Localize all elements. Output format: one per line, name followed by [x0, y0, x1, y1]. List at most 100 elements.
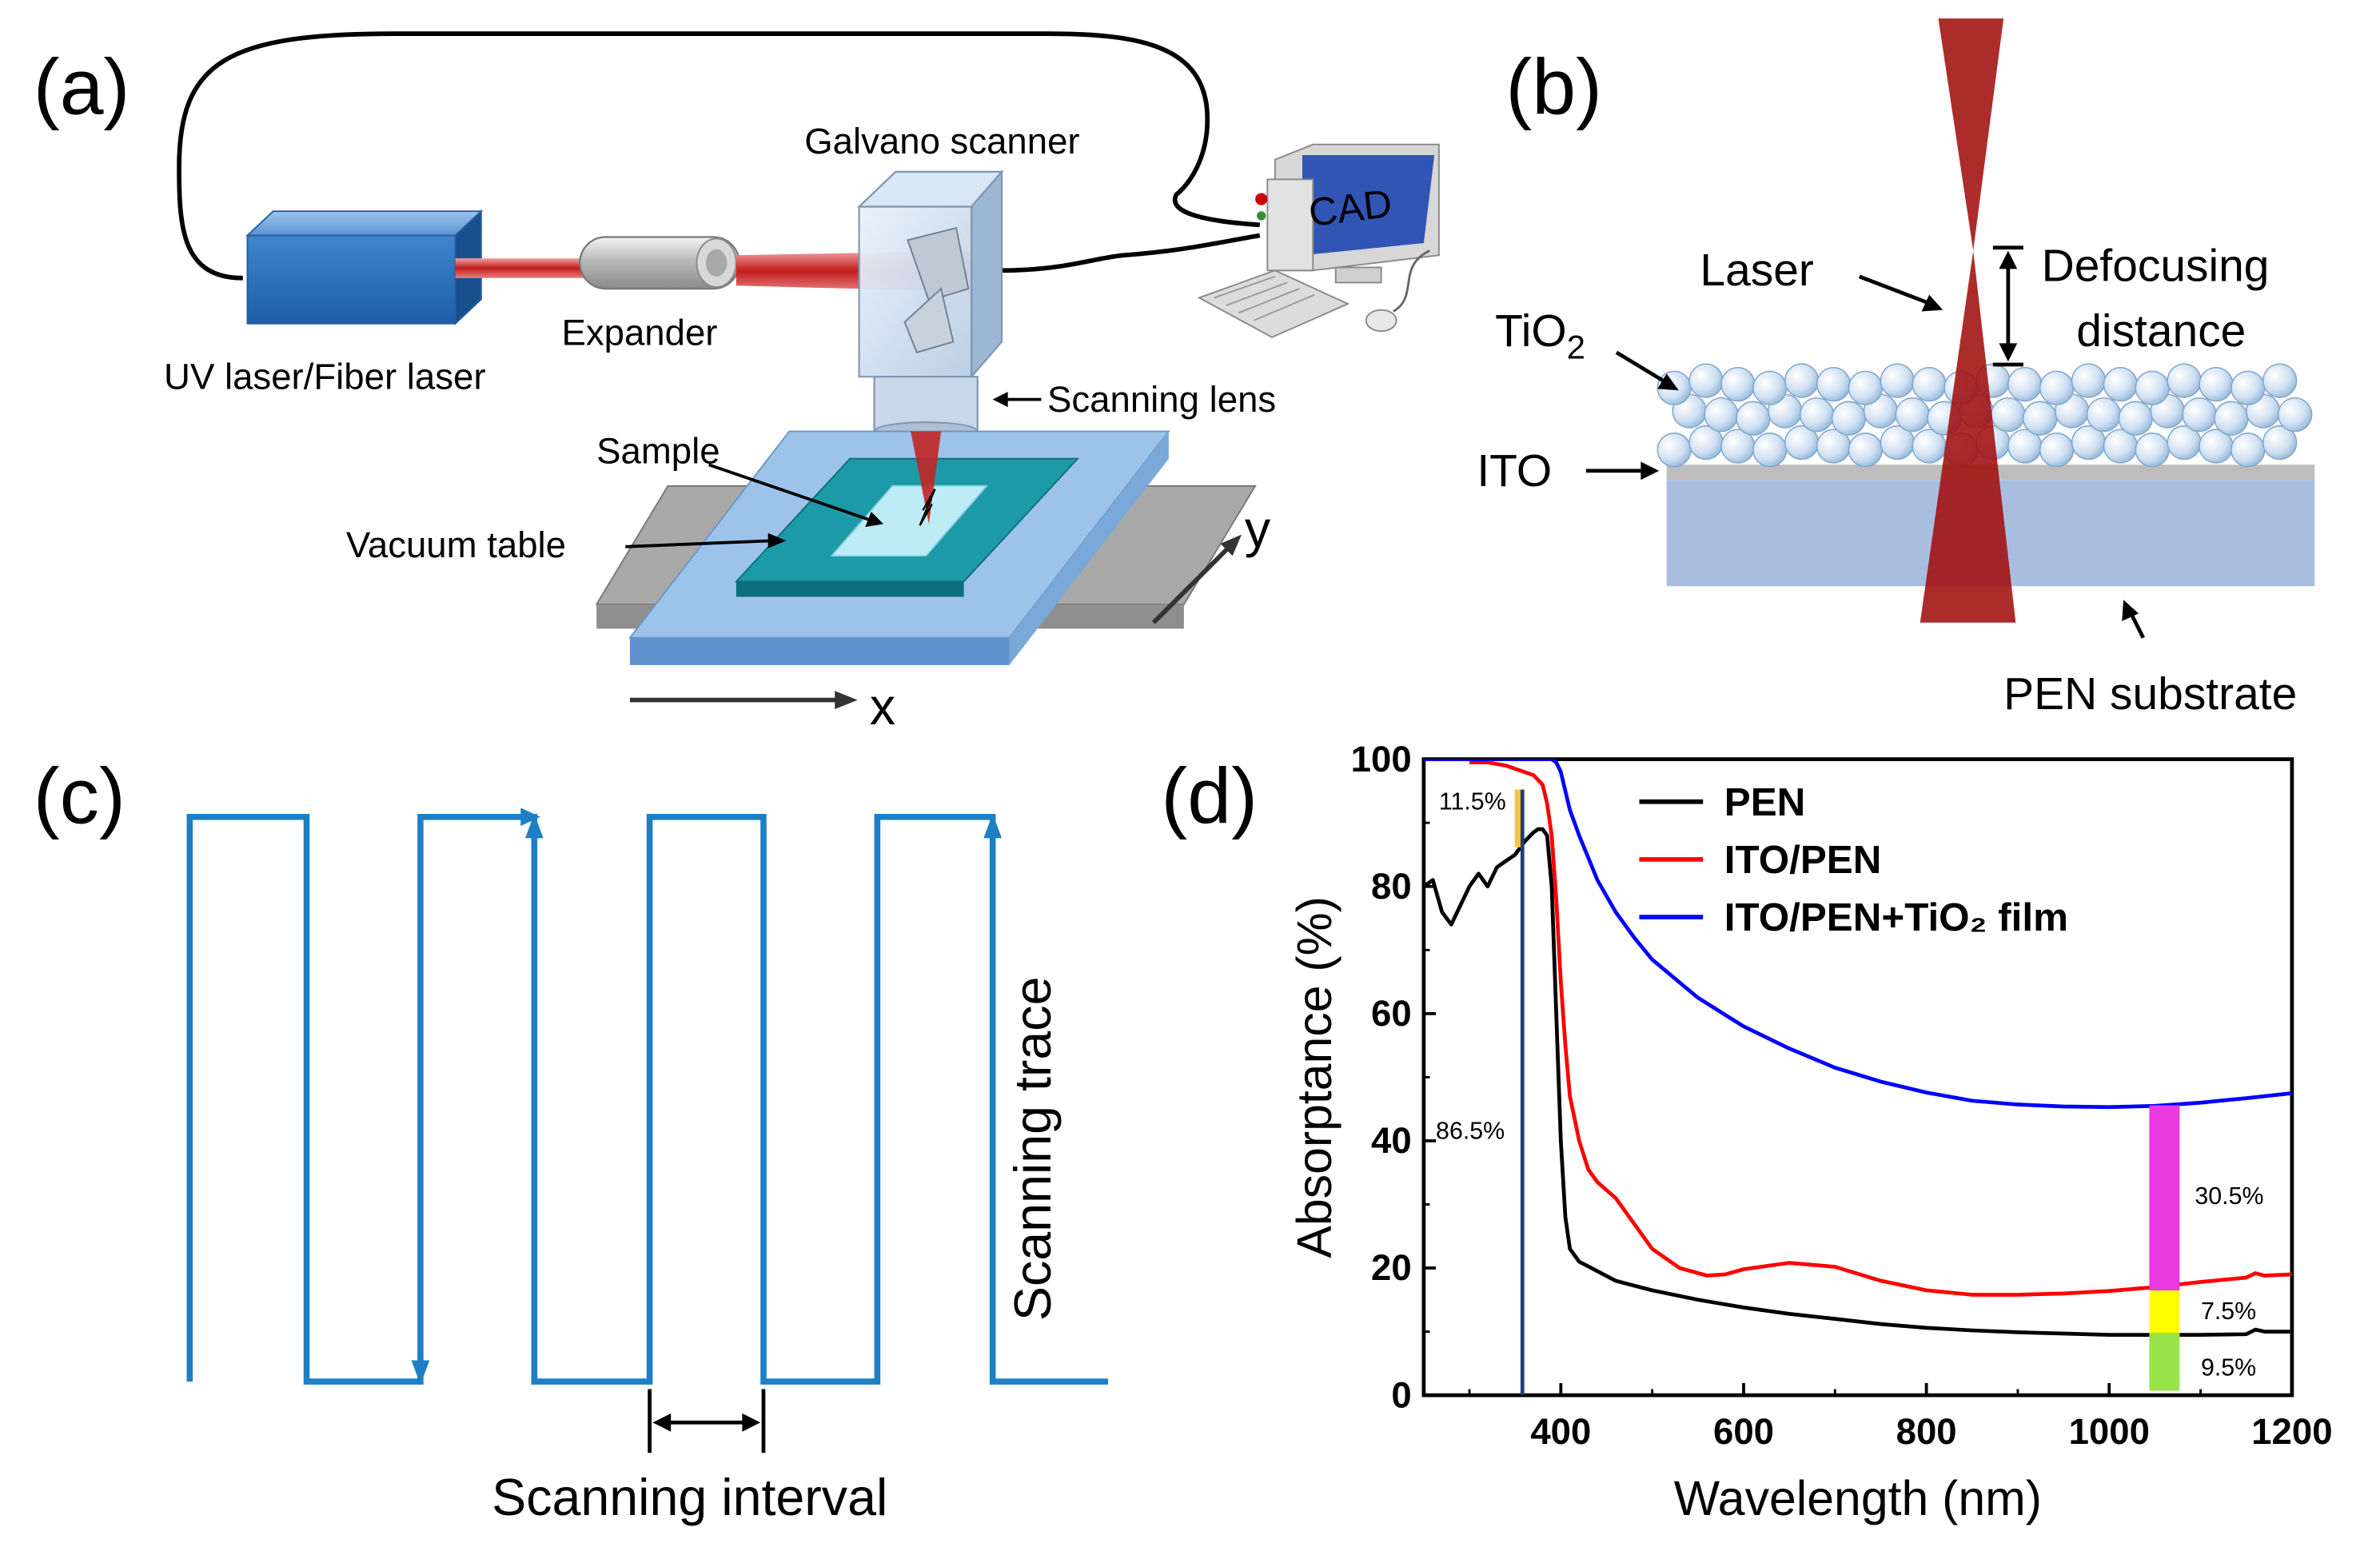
- y-tick-label: 60: [1371, 993, 1412, 1034]
- annot-86-5: 86.5%: [1436, 1118, 1505, 1144]
- tio2-particle: [1912, 367, 1947, 402]
- tio2-particle: [2231, 370, 2266, 405]
- tio2-particle: [1816, 367, 1852, 402]
- axis-y-label: y: [1245, 500, 1271, 558]
- panel-d-label: (d): [1161, 752, 1258, 839]
- sample: [830, 484, 989, 557]
- tio2-particle: [1752, 433, 1788, 468]
- axis-x-label: x: [870, 678, 895, 736]
- trace-arrow-down: [411, 1360, 430, 1385]
- expander-icon: [579, 236, 740, 290]
- tio2-particle: [2118, 401, 2153, 436]
- tio2-particle: [2023, 401, 2058, 436]
- tio2-particle: [1704, 397, 1739, 433]
- tio2-particle: [1656, 433, 1692, 468]
- expander-label: Expander: [561, 312, 717, 353]
- tio2-particle: [2182, 397, 2217, 433]
- scanning-trace-label: Scanning trace: [1004, 977, 1062, 1322]
- control-cable: [177, 31, 1261, 281]
- x-tick-label: 1200: [2251, 1411, 2332, 1452]
- trace-arrow-right: [520, 807, 540, 827]
- tio2-particle: [1688, 363, 1724, 398]
- tio2-film: [1656, 363, 2313, 468]
- x-axis-label: Wavelength (nm): [1674, 1471, 2042, 1525]
- panel-a: (a) Galvano: [34, 31, 1440, 736]
- tio2-particle: [2262, 363, 2298, 398]
- tio2-particle: [1831, 401, 1867, 436]
- tio2-particle: [2039, 433, 2075, 468]
- tio2-particle: [2214, 401, 2249, 436]
- bar-11-5: [1514, 789, 1521, 847]
- x-tick-label: 800: [1896, 1411, 1957, 1452]
- series-line-2: [1423, 759, 2292, 1110]
- tio2-particle: [2086, 397, 2122, 433]
- x-tick-label: 1000: [2069, 1411, 2150, 1452]
- tio2-particle: [1848, 370, 1884, 405]
- legend-entry-1: ITO/PEN: [1724, 838, 1882, 882]
- annot-11-5: 11.5%: [1439, 788, 1506, 815]
- legend-entry-0: PEN: [1724, 780, 1806, 824]
- defocus-label-2: distance: [2076, 305, 2246, 357]
- ito-label: ITO: [1477, 445, 1552, 496]
- laser-cone-icon: [1920, 18, 2016, 623]
- panel-b: (b) Laser Defocusing distance TiO2 ITO P…: [1477, 18, 2315, 720]
- scanning-interval-label: Scanning interval: [492, 1469, 887, 1526]
- scan-trace-path: [186, 813, 1108, 1385]
- galvano-scanner-icon: [856, 169, 1004, 441]
- bar-7-5: [2149, 1290, 2180, 1334]
- bar-30-5: [2149, 1105, 2180, 1291]
- laser-source-label: UV laser/Fiber laser: [164, 356, 485, 397]
- tio2-particle: [1848, 433, 1884, 468]
- laser-beam: [455, 258, 592, 278]
- focused-beam: [911, 431, 942, 524]
- annot-9-5: 9.5%: [2201, 1354, 2256, 1381]
- y-axis-label: Absorptance (%): [1287, 896, 1341, 1258]
- tio2-particle: [2278, 397, 2313, 433]
- series-line-0: [1423, 827, 2292, 1337]
- x-tick-label: 600: [1713, 1411, 1774, 1452]
- defocus-label-1: Defocusing: [2042, 241, 2270, 292]
- panel-b-label: (b): [1505, 43, 1602, 131]
- y-tick-label: 20: [1371, 1247, 1412, 1288]
- y-tick-label: 100: [1351, 739, 1412, 780]
- series-line-1: [1469, 760, 2292, 1297]
- tio2-particle: [1799, 397, 1835, 433]
- plot-area: [1423, 759, 2292, 1337]
- galvano-label: Galvano scanner: [804, 121, 1079, 161]
- scanner-cable: [1002, 233, 1261, 273]
- laser-label: Laser: [1700, 245, 1813, 296]
- tio2-particle: [2135, 370, 2170, 405]
- bar-9-5: [2149, 1333, 2180, 1391]
- legend-entry-2: ITO/PEN+TiO₂ film: [1724, 895, 2068, 939]
- sample-label: Sample: [596, 430, 720, 471]
- tio2-particle: [2071, 363, 2107, 398]
- pen-substrate-label: PEN substrate: [2003, 668, 2297, 720]
- tio2-particle: [2231, 433, 2266, 468]
- tio2-particle: [1736, 401, 1771, 436]
- trace-arrow-up-1: [524, 813, 544, 839]
- y-tick-label: 80: [1371, 866, 1412, 907]
- trace-arrow-up-2: [983, 813, 1003, 839]
- panel-c-label: (c): [34, 752, 126, 839]
- tio2-particle: [2135, 433, 2170, 468]
- uv-laser-box: [245, 209, 484, 325]
- tio2-particle: [1752, 370, 1788, 405]
- annot-7-5: 7.5%: [2201, 1298, 2256, 1325]
- tio2-particle: [1991, 397, 2026, 433]
- tio2-particle: [2039, 370, 2075, 405]
- computer-icon: [1197, 143, 1440, 338]
- panel-a-label: (a): [34, 43, 130, 131]
- scanning-lens-label: Scanning lens: [1047, 379, 1276, 420]
- tio2-particle: [2167, 363, 2202, 398]
- tio2-particle: [2007, 367, 2043, 402]
- vacuum-table-label: Vacuum table: [346, 524, 566, 565]
- tio2-particle: [1895, 397, 1930, 433]
- tio2-particle: [1784, 363, 1820, 398]
- tio2-particle: [2262, 425, 2298, 461]
- x-tick-label: 400: [1530, 1411, 1591, 1452]
- annot-30-5: 30.5%: [2195, 1183, 2263, 1210]
- y-tick-label: 0: [1391, 1374, 1411, 1415]
